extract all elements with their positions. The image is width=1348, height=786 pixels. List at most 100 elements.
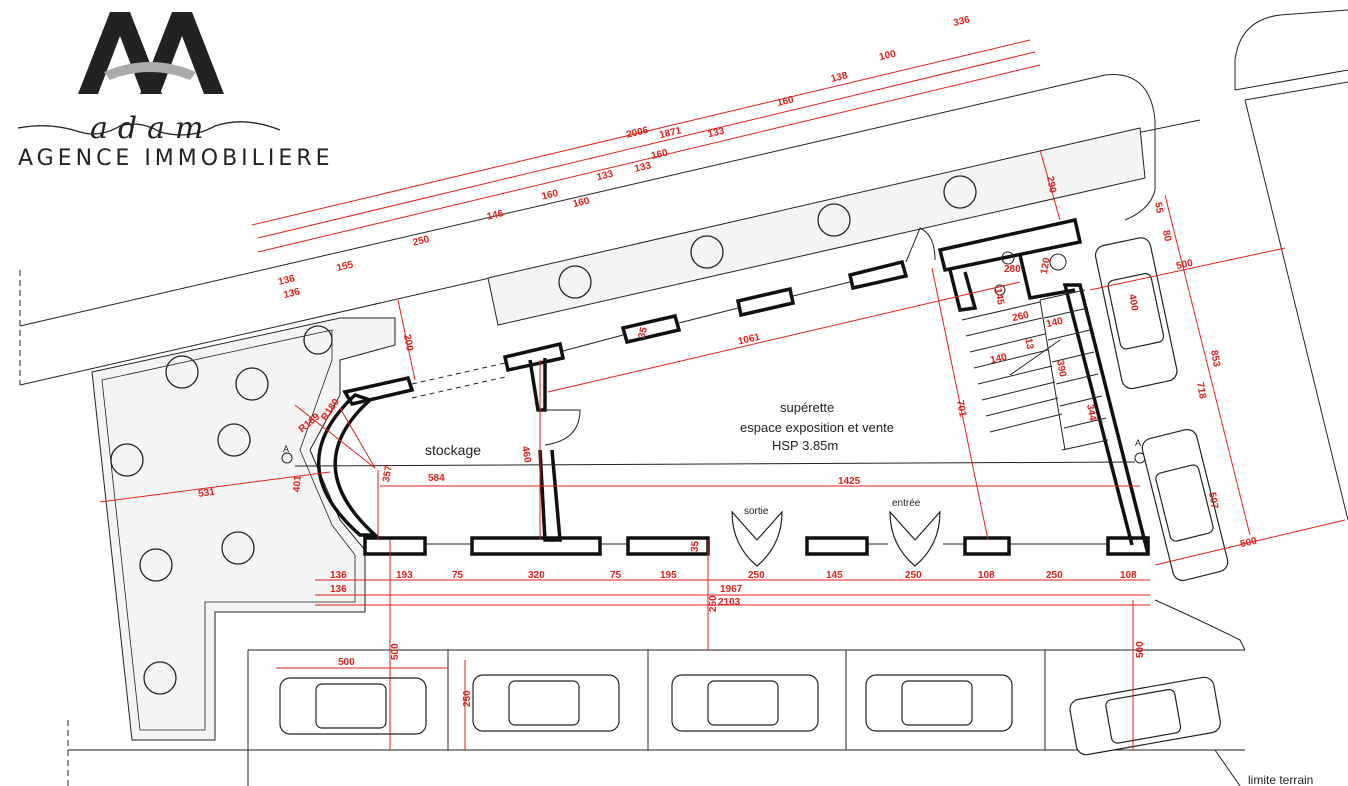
dim-b3-2103: 2103: [718, 597, 741, 608]
dim-401: 401: [291, 475, 303, 493]
dim-p-500h: 500: [390, 643, 401, 660]
dim-584: 584: [428, 473, 445, 484]
room-store-desc: espace exposition et vente: [740, 420, 894, 435]
dim-145: 145: [992, 287, 1006, 306]
dim-b-195: 195: [660, 570, 677, 581]
dim-500a: 500: [1175, 258, 1194, 273]
car-icon: [472, 674, 620, 732]
section-line: A A: [281, 438, 1146, 467]
room-store-name: supérette: [780, 400, 834, 415]
dim-top-2006: 2006: [625, 125, 650, 141]
dim-357: 357: [381, 464, 395, 483]
dim-row2-160b: 160: [650, 147, 669, 162]
dim-140a: 140: [1045, 316, 1064, 331]
dim-top-160b: 160: [776, 94, 795, 109]
dim-b-108a: 108: [978, 570, 995, 581]
building-walls: [317, 217, 1150, 556]
dim-260: 260: [1011, 310, 1030, 325]
car-icon: [671, 674, 819, 732]
dim-row2-160: 160: [541, 188, 560, 203]
dim-35a: 35: [637, 326, 651, 340]
dim-460: 460: [519, 445, 533, 464]
staircase: [961, 289, 1109, 451]
label-site-boundary: limite terrain: [1248, 773, 1313, 786]
dim-p-250: 250: [462, 690, 473, 707]
dim-b-145: 145: [826, 570, 843, 581]
dim-b-75b: 75: [610, 570, 622, 581]
logo-mark-a-right: [140, 12, 224, 94]
dim-b-108b: 108: [1120, 570, 1137, 581]
dim-701: 701: [954, 399, 968, 418]
dim-507: 507: [1206, 491, 1220, 510]
room-ceiling-height: HSP 3.85m: [772, 438, 838, 453]
dim-280: 280: [1004, 264, 1021, 275]
tree-icons: [110, 325, 333, 695]
logo: adam: [17, 12, 281, 146]
label-entry: entrée: [892, 498, 921, 509]
dim-row2-136: 136: [277, 273, 296, 288]
dimension-labels: 2006 1871 160 133 160 138 100 336 136 15…: [198, 14, 1259, 707]
sink-icon: [1001, 251, 1015, 265]
dim-1061: 1061: [737, 332, 762, 348]
dim-853: 853: [1208, 349, 1222, 368]
dim-400: 400: [1126, 293, 1140, 312]
car-icon: [1069, 676, 1221, 756]
dim-row2-250: 250: [412, 234, 431, 249]
dim-row2-155: 155: [336, 259, 355, 274]
dim-1425: 1425: [838, 476, 861, 487]
dim-718: 718: [1194, 381, 1208, 400]
room-labels: supérette espace exposition et vente HSP…: [425, 400, 1313, 786]
drain-icon: [994, 284, 1006, 296]
brand-tagline: AGENCE IMMOBILIERE: [18, 146, 334, 171]
section-marker-left: A: [283, 444, 289, 454]
car-icon: [865, 674, 1013, 732]
dim-55: 55: [1152, 201, 1165, 214]
dim-b-193: 193: [396, 570, 413, 581]
garden: [91, 317, 396, 741]
dim-290: 290: [1044, 175, 1058, 194]
dim-b-136: 136: [330, 570, 347, 581]
dimension-lines: [99, 39, 1346, 750]
brand-name: adam: [90, 111, 213, 146]
wc-fixtures: [994, 251, 1067, 296]
car-icon: [1094, 237, 1178, 390]
dim-row3-136: 136: [282, 286, 301, 301]
car-icon: [1141, 428, 1229, 582]
toilet-icon: [1049, 253, 1067, 271]
dim-200: 200: [401, 334, 415, 353]
logo-script-line: [17, 121, 281, 136]
dim-top-160a: 160: [572, 195, 591, 210]
dim-140b: 140: [989, 352, 1008, 367]
dim-row2-146: 146: [486, 208, 505, 223]
dim-b-250v: 250: [708, 595, 719, 612]
dim-b-250c: 250: [1046, 570, 1063, 581]
dim-top-133a: 133: [633, 160, 652, 175]
dim-344: 344: [1084, 403, 1098, 422]
dim-row2-133a: 133: [596, 169, 615, 184]
section-marker-right: A: [1135, 438, 1141, 448]
dim-b2-136: 136: [330, 584, 347, 595]
dim-row2-133b: 133: [707, 126, 726, 141]
parking-cars: [279, 237, 1229, 756]
dim-120: 120: [1039, 256, 1053, 275]
dim-13: 13: [1022, 337, 1035, 350]
dim-531: 531: [198, 487, 216, 500]
logo-mark-a-left: [78, 12, 162, 94]
room-storage: stockage: [425, 442, 481, 458]
dim-390: 390: [1054, 359, 1068, 378]
dim-top-336: 336: [952, 14, 971, 29]
planter-strip: [487, 127, 1146, 326]
dim-p-500w: 500: [338, 657, 355, 668]
exit-door-icon: [731, 510, 783, 567]
logo-swoosh: [104, 62, 196, 80]
entrance-doors: [731, 510, 941, 567]
dim-b-250a: 250: [748, 570, 765, 581]
dim-b-320: 320: [528, 570, 545, 581]
dim-top-100: 100: [878, 48, 897, 63]
dim-500b: 500: [1239, 536, 1258, 551]
entry-door-icon: [889, 510, 941, 567]
parking-dividers: [447, 650, 1046, 750]
dim-80: 80: [1160, 229, 1173, 242]
dim-b-75a: 75: [452, 570, 464, 581]
